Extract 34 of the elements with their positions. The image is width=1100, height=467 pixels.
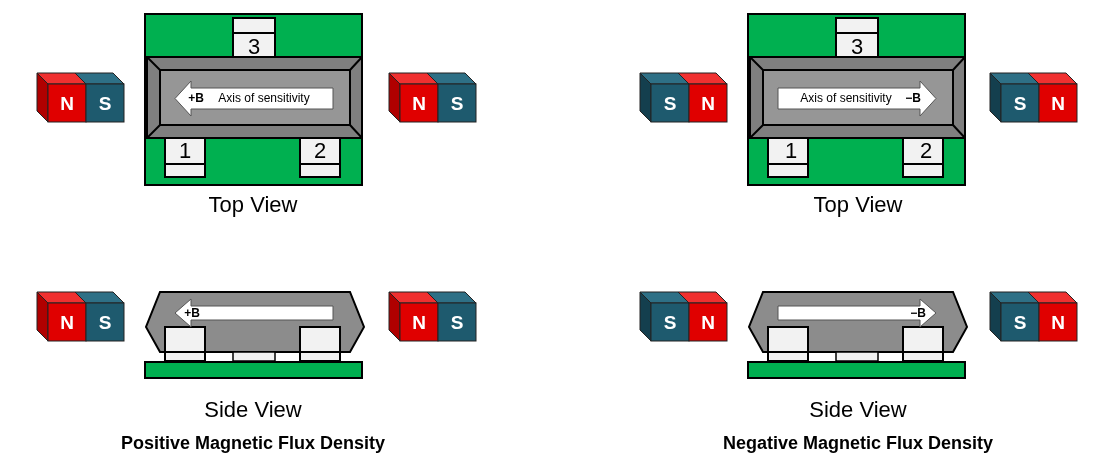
view-title: Top View [208,194,298,216]
pole-letter: N [1051,312,1065,332]
pole-letter: N [701,312,715,332]
pole-letter: N [412,93,426,113]
pole-letter: S [663,312,677,332]
pole-letter: S [98,93,112,113]
figure-caption: Negative Magnetic Flux Density [722,434,994,452]
pole-letter: S [1013,93,1027,113]
pole-letter: S [663,93,677,113]
axis-label: Axis of sensitivity [800,92,892,104]
pole-letter: S [450,93,464,113]
pole-letter: N [60,93,74,113]
pole-letter: N [60,312,74,332]
pole-letter: S [98,312,112,332]
pole-letter: N [701,93,715,113]
pin-number: 2 [313,140,327,162]
view-title: Side View [204,399,302,421]
axis-label: Axis of sensitivity [218,92,310,104]
pole-letter: S [450,312,464,332]
figure-caption: Positive Magnetic Flux Density [120,434,386,452]
view-title: Side View [809,399,907,421]
arrow-label: −B [910,307,926,319]
arrow-label: +B [184,307,200,319]
pole-letter: N [1051,93,1065,113]
arrow-label: −B [905,92,921,104]
pole-letter: N [412,312,426,332]
pin-number: 3 [247,36,261,58]
arrow-label: +B [188,92,204,104]
pin-number: 1 [178,140,192,162]
view-title: Top View [813,194,903,216]
pin-number: 1 [784,140,798,162]
pole-letter: S [1013,312,1027,332]
pin-number: 2 [919,140,933,162]
pin-number: 3 [850,36,864,58]
